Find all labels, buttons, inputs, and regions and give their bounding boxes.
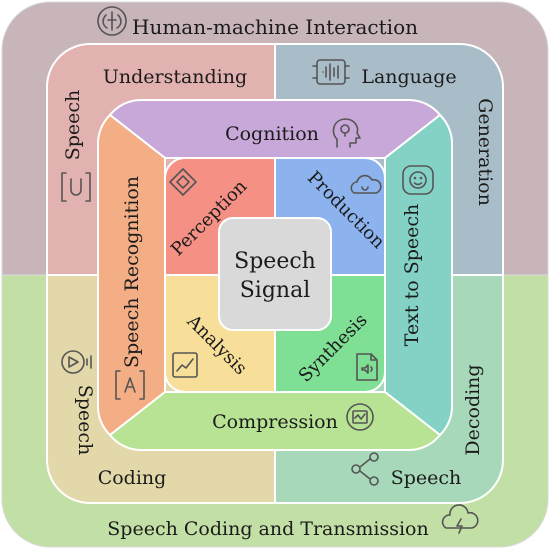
language-label: Language — [361, 66, 456, 88]
speech-recognition-u-icon — [61, 172, 91, 202]
understanding-label: Understanding — [103, 66, 247, 88]
head-lightbulb-icon — [332, 118, 361, 148]
coding-label: Coding — [98, 467, 167, 489]
center-line-2: Signal — [240, 278, 311, 303]
speech-bottom-right-label: Speech — [391, 467, 462, 489]
center-box — [218, 217, 332, 331]
cloud-production-icon — [350, 174, 382, 194]
cognition-label: Cognition — [225, 123, 319, 145]
center-line-1: Speech — [234, 249, 316, 274]
cloud-lightning-icon — [441, 504, 479, 534]
compression-band — [108, 391, 442, 451]
speech-recognition-a-icon — [115, 370, 145, 400]
speech-recognition-label: Speech Recognition — [121, 176, 143, 368]
audio-file-icon — [356, 353, 378, 381]
share-nodes-icon — [351, 452, 379, 486]
compression-label: Compression — [212, 411, 338, 433]
text-to-speech-label: Text to Speech — [401, 204, 423, 347]
outer-bottom-title: Speech Coding and Transmission — [107, 518, 428, 540]
speech-left-upper-label: Speech — [62, 90, 84, 161]
smiley-bubble-icon — [402, 165, 434, 195]
decoding-label: Decoding — [462, 364, 484, 455]
generation-label: Generation — [474, 98, 496, 206]
outer-top-title: Human-machine Interaction — [132, 15, 418, 39]
speech-left-lower-label: Speech — [74, 385, 96, 456]
brain-circuit-icon — [97, 6, 127, 36]
perception-diamond-icon — [169, 168, 197, 196]
compression-icon — [346, 403, 374, 431]
sound-wave-chip-icon — [312, 59, 350, 85]
chart-analysis-icon — [172, 352, 198, 378]
play-waveform-icon — [61, 350, 92, 374]
